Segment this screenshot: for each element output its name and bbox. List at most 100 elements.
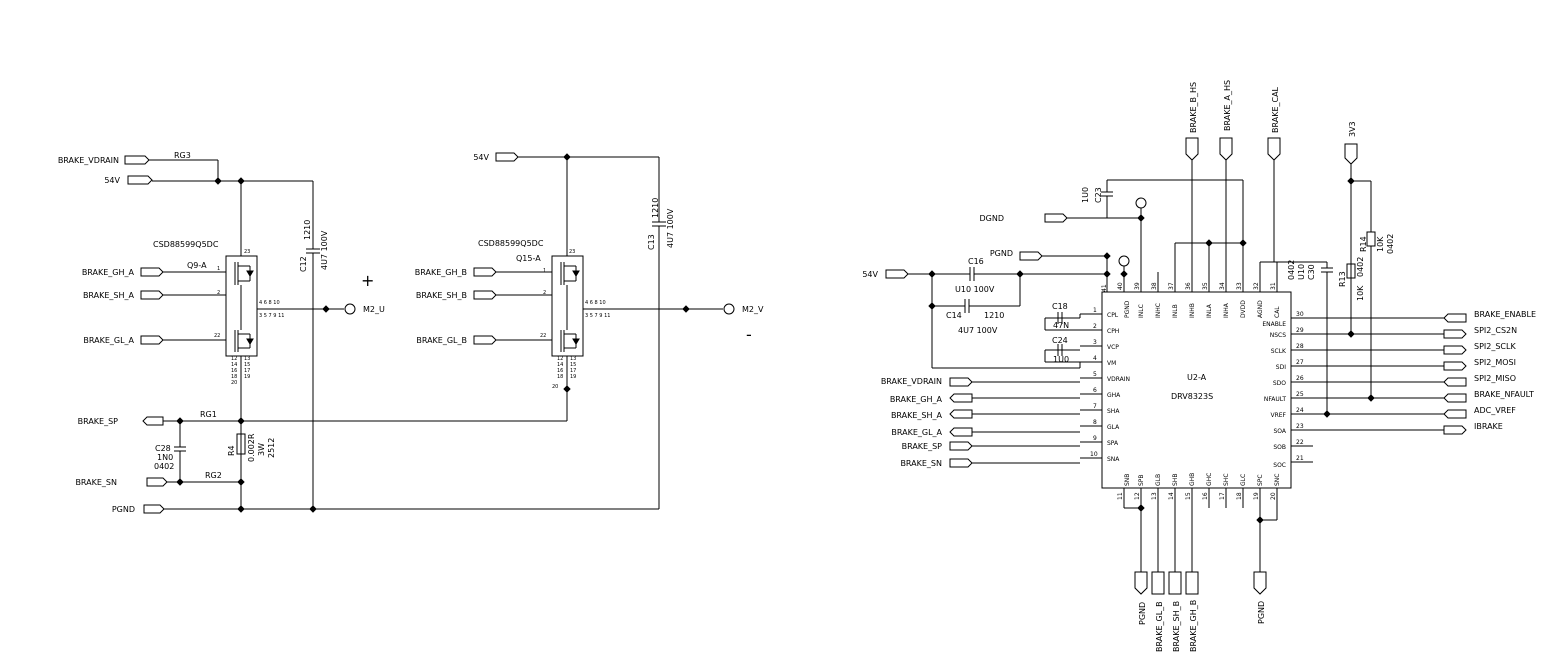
svg-text:VDRAIN: VDRAIN	[1107, 376, 1130, 383]
svg-text:23: 23	[244, 249, 250, 255]
svg-text:INLB: INLB	[1172, 304, 1179, 318]
svg-text:0.002R: 0.002R	[247, 433, 256, 462]
svg-text:7: 7	[1093, 403, 1097, 410]
svg-text:5: 5	[1093, 371, 1097, 378]
svg-text:1U0: 1U0	[1081, 187, 1090, 203]
svg-text:SPA: SPA	[1107, 440, 1119, 447]
svg-text:13: 13	[1151, 492, 1158, 500]
svg-text:BRAKE_GL_A: BRAKE_GL_A	[83, 336, 134, 345]
svg-text:PGND: PGND	[112, 505, 135, 514]
svg-text:35: 35	[1202, 282, 1209, 290]
svg-text:27: 27	[1296, 359, 1304, 366]
svg-text:BRAKE_GH_B: BRAKE_GH_B	[415, 268, 467, 277]
resistor-r4	[236, 433, 246, 455]
svg-text:18: 18	[1236, 492, 1243, 500]
svg-text:6: 6	[1093, 387, 1097, 394]
resistor-r13	[1346, 263, 1356, 279]
svg-text:3W: 3W	[257, 443, 266, 456]
port-3v3: 3V3	[1344, 121, 1358, 165]
capacitor-c12: C12 1210 4U7 100V	[299, 220, 329, 509]
svg-text:4 6 8 10: 4 6 8 10	[585, 300, 606, 306]
svg-text:3 5 7 9 11: 3 5 7 9 11	[259, 313, 284, 319]
svg-text:RG2: RG2	[205, 471, 222, 480]
svg-text:0402: 0402	[154, 462, 174, 471]
svg-text:13: 13	[244, 356, 250, 362]
svg-text:SHC: SHC	[1223, 473, 1230, 486]
port-brake-gl-b: BRAKE_GL_B	[416, 335, 497, 345]
half-bridge-b: 54V C13 1210 4U7 100V CSD88599Q5DC Q15-A…	[241, 152, 764, 509]
ic-left-pins: 1 2 3 4 5 6 7 8 9 10 CPL CPH VCP VM VDRA…	[1080, 307, 1130, 463]
svg-text:12: 12	[557, 356, 563, 362]
plus-sign: +	[361, 271, 374, 290]
svg-text:SHB: SHB	[1172, 474, 1179, 486]
svg-text:BRAKE_VDRAIN: BRAKE_VDRAIN	[881, 377, 942, 386]
svg-text:DVDD: DVDD	[1240, 300, 1247, 318]
svg-text:PGND: PGND	[990, 249, 1013, 258]
svg-text:12: 12	[231, 356, 237, 362]
svg-text:2: 2	[217, 290, 220, 296]
svg-text:SPI2_SCLK: SPI2_SCLK	[1474, 342, 1516, 351]
svg-text:BRAKE_SP: BRAKE_SP	[78, 417, 119, 426]
svg-text:CPH: CPH	[1107, 328, 1119, 335]
svg-text:BRAKE_ENABLE: BRAKE_ENABLE	[1474, 310, 1536, 319]
svg-text:38: 38	[1151, 282, 1158, 290]
svg-text:C16: C16	[968, 257, 984, 266]
svg-text:GLA: GLA	[1107, 424, 1120, 431]
svg-text:8: 8	[1093, 419, 1097, 426]
svg-text:SHA: SHA	[1107, 408, 1120, 415]
svg-text:16: 16	[557, 368, 563, 374]
svg-text:C30: C30	[1307, 264, 1316, 280]
svg-text:0402: 0402	[1356, 257, 1365, 277]
port-brake-gh-b: BRAKE_GH_B	[415, 267, 497, 277]
svg-text:SCLK: SCLK	[1271, 348, 1287, 355]
svg-text:BRAKE_SP: BRAKE_SP	[902, 442, 943, 451]
svg-text:1210: 1210	[984, 311, 1004, 320]
svg-text:INHC: INHC	[1155, 303, 1162, 318]
port-pgnd-a: PGND	[112, 504, 165, 514]
svg-text:SNB: SNB	[1124, 474, 1131, 486]
gate-driver: U2-A DRV8323S 1 2 3 4 5 6 7 8 9 10 CPL C…	[862, 80, 1536, 652]
svg-text:C23: C23	[1094, 187, 1103, 203]
svg-text:CPL: CPL	[1107, 312, 1119, 319]
svg-text:U10 100V: U10 100V	[955, 285, 995, 294]
svg-text:CSD88599Q5DC: CSD88599Q5DC	[478, 239, 544, 248]
svg-text:21: 21	[1296, 455, 1304, 462]
svg-text:1: 1	[217, 266, 220, 272]
svg-text:INLA: INLA	[1206, 303, 1213, 318]
svg-text:DRV8323S: DRV8323S	[1171, 392, 1213, 401]
svg-text:C18: C18	[1052, 302, 1068, 311]
svg-text:29: 29	[1296, 327, 1304, 334]
svg-text:SPC: SPC	[1257, 474, 1264, 486]
bottom-ports: PGND BRAKE_GL_B BRAKE_SH_B BRAKE_GH_B PG…	[1124, 504, 1278, 652]
svg-text:25: 25	[1296, 391, 1304, 398]
ic-top-pins: 41 40 39 38 37 36 35 34 33 32 31 PGND IN…	[1101, 272, 1281, 318]
svg-text:SNC: SNC	[1274, 474, 1281, 487]
svg-text:BRAKE_GH_B: BRAKE_GH_B	[1189, 600, 1198, 652]
svg-text:17: 17	[244, 368, 250, 374]
svg-text:24: 24	[1296, 407, 1304, 414]
svg-text:19: 19	[570, 374, 576, 380]
svg-text:NFAULT: NFAULT	[1264, 396, 1286, 403]
svg-text:15: 15	[244, 362, 250, 368]
svg-text:0402: 0402	[1386, 234, 1395, 254]
port-label: 54V	[104, 176, 120, 185]
ic-right-pins: 30 29 28 27 26 25 24 23 22 21 ENABLE NSC…	[1262, 311, 1313, 469]
svg-text:26: 26	[1296, 375, 1304, 382]
net-label: RG3	[174, 151, 191, 160]
svg-text:BRAKE_SH_B: BRAKE_SH_B	[1172, 601, 1181, 652]
svg-text:SPI2_CS2N: SPI2_CS2N	[1474, 326, 1517, 335]
svg-text:4U7 100V: 4U7 100V	[666, 208, 675, 248]
svg-text:SPB: SPB	[1138, 474, 1145, 486]
svg-text:AGND: AGND	[1257, 300, 1264, 318]
svg-text:BRAKE_SH_A: BRAKE_SH_A	[891, 411, 943, 420]
svg-text:3 5 7 9 11: 3 5 7 9 11	[585, 313, 610, 319]
port-label: BRAKE_VDRAIN	[58, 156, 119, 165]
port-brake-gh-a: BRAKE_GH_A	[82, 267, 164, 277]
svg-text:R4: R4	[227, 445, 236, 456]
right-ports: BRAKE_ENABLE SPI2_CS2N SPI2_SCLK SPI2_MO…	[1313, 310, 1536, 435]
svg-text:BRAKE_GL_B: BRAKE_GL_B	[1155, 601, 1164, 652]
svg-text:SOC: SOC	[1273, 462, 1286, 469]
svg-text:SOB: SOB	[1273, 444, 1286, 451]
terminal-m2-v	[723, 303, 735, 315]
